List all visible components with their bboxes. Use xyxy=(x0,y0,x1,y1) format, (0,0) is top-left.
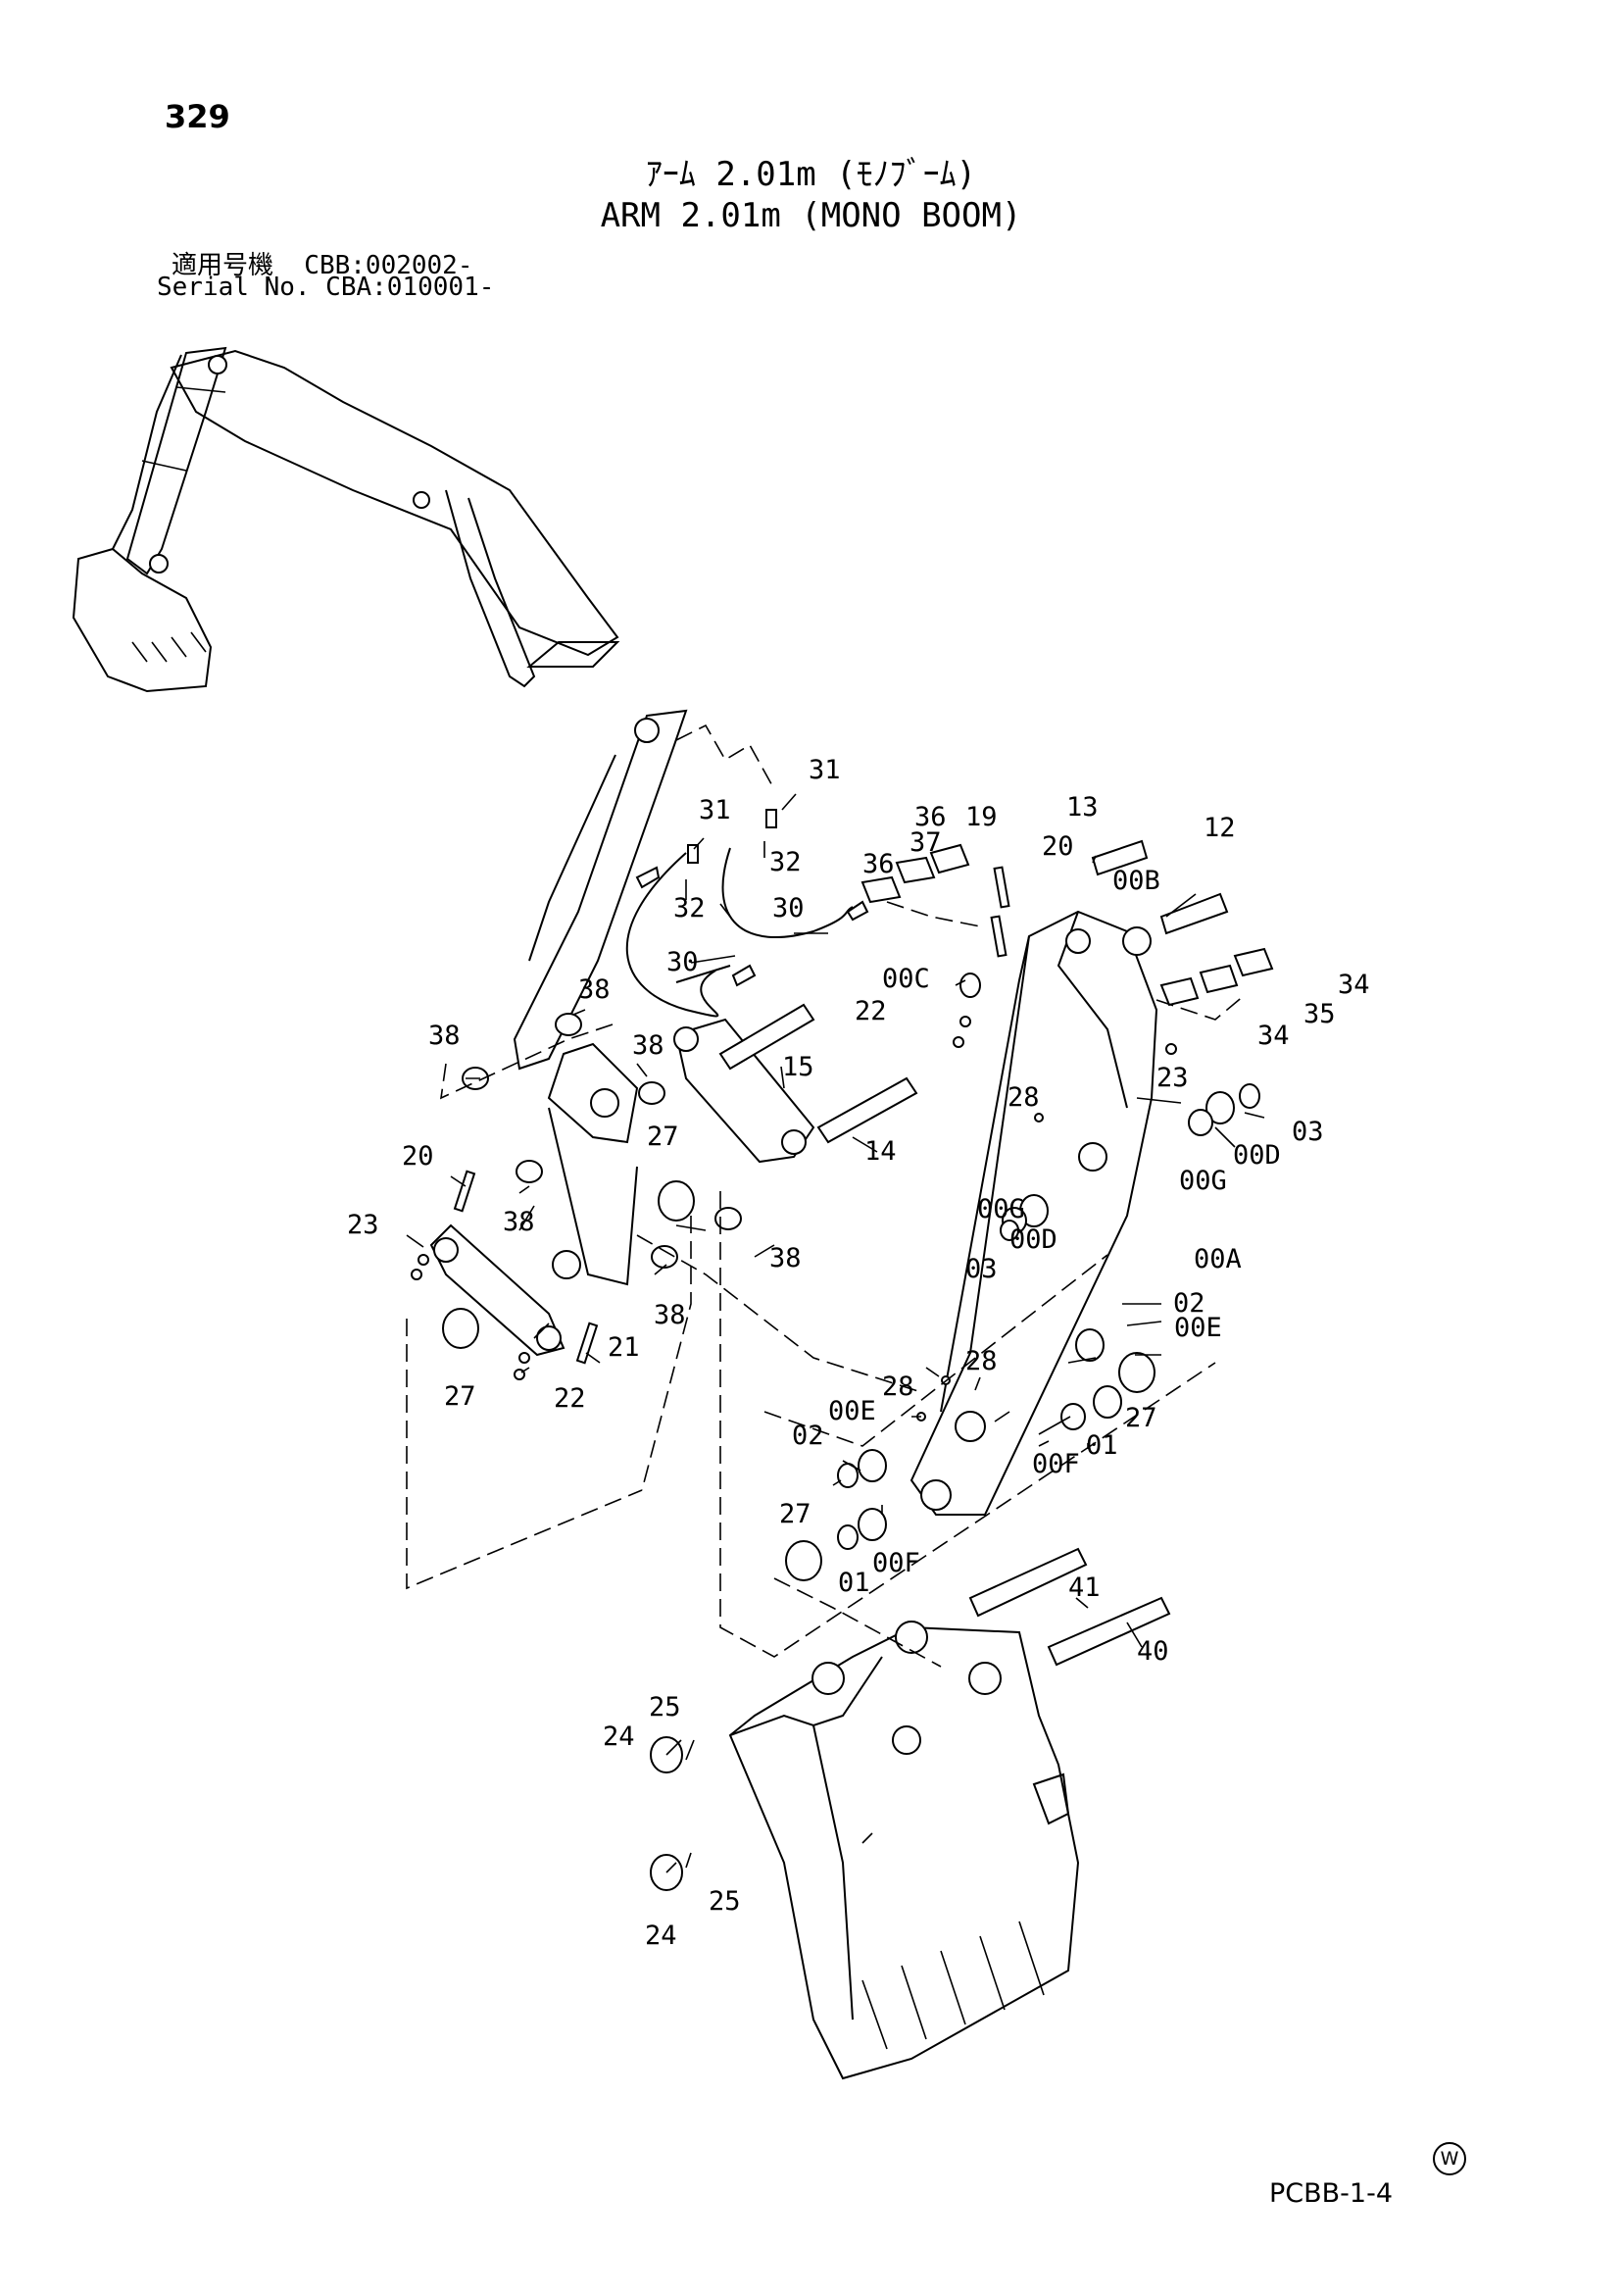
washers-bushings-rings xyxy=(411,843,1274,1891)
callout-00A: 00A xyxy=(1194,1244,1242,1274)
callout-00F-a: 00F xyxy=(1032,1449,1080,1479)
callout-30-b: 30 xyxy=(666,947,699,977)
callout-20-b: 20 xyxy=(1042,831,1074,862)
bucket xyxy=(728,1621,1080,2080)
callout-31-a: 31 xyxy=(809,755,841,785)
callout-38-e: 38 xyxy=(769,1243,802,1273)
callout-28-a: 28 xyxy=(1008,1082,1040,1113)
callout-00D-b: 00D xyxy=(1009,1224,1057,1255)
callout-38-b: 38 xyxy=(428,1021,461,1051)
callout-14: 14 xyxy=(864,1136,897,1167)
callout-15: 15 xyxy=(782,1052,814,1082)
callout-03-b: 03 xyxy=(965,1254,998,1284)
callout-38-c: 38 xyxy=(632,1030,664,1061)
callout-31-b: 31 xyxy=(699,795,731,825)
callout-24-a: 24 xyxy=(603,1722,635,1752)
callout-27-d: 27 xyxy=(779,1499,811,1529)
callout-19: 19 xyxy=(965,802,998,832)
callout-28-b: 28 xyxy=(965,1346,998,1376)
callout-32-b: 32 xyxy=(769,847,802,877)
callout-00D-a: 00D xyxy=(1233,1140,1281,1171)
callout-22-b: 22 xyxy=(554,1383,586,1414)
callout-23-a: 23 xyxy=(347,1210,379,1240)
callout-labels: 31 31 32 32 30 30 38 38 38 38 38 38 15 1… xyxy=(347,755,1370,1951)
callout-37: 37 xyxy=(909,827,942,858)
callout-02-b: 02 xyxy=(792,1421,824,1451)
callout-00E-a: 00E xyxy=(1174,1313,1222,1343)
document-code: PCBB-1-4 xyxy=(1269,2178,1394,2209)
callout-36-a: 36 xyxy=(914,802,947,832)
w-circle-mark: W xyxy=(1433,2142,1466,2175)
dashed-guide-lines xyxy=(406,901,1246,1668)
callout-40: 40 xyxy=(1137,1636,1169,1667)
callout-00B: 00B xyxy=(1112,866,1160,896)
callout-00F-b: 00F xyxy=(872,1548,920,1578)
callout-12: 12 xyxy=(1204,813,1236,843)
callout-01-a: 01 xyxy=(1086,1430,1118,1461)
callout-00G-b: 00G xyxy=(977,1194,1025,1224)
callout-30-a: 30 xyxy=(772,893,805,923)
overview-excavator-illustration xyxy=(72,346,620,693)
callout-27-a: 27 xyxy=(647,1122,679,1152)
callout-36-b: 36 xyxy=(862,849,895,879)
callout-38-f: 38 xyxy=(654,1300,686,1330)
title-japanese: ｱｰﾑ 2.01m (ﾓﾉﾌﾞｰﾑ) xyxy=(645,155,977,194)
bucket-links xyxy=(429,1018,815,1357)
callout-27-b: 27 xyxy=(444,1381,476,1412)
callout-38-d: 38 xyxy=(503,1207,535,1237)
callout-35: 35 xyxy=(1303,999,1336,1029)
leader-lines xyxy=(406,793,1265,1873)
serial-number: Serial No. CBA:010001- xyxy=(157,273,495,302)
callout-20-a: 20 xyxy=(402,1141,434,1172)
title-english: ARM 2.01m (MONO BOOM) xyxy=(600,196,1022,235)
callout-25-b: 25 xyxy=(709,1886,741,1917)
callout-38-a: 38 xyxy=(578,974,611,1005)
callout-28-c: 28 xyxy=(882,1372,914,1402)
page-number: 329 xyxy=(165,98,230,135)
callout-00E-b: 00E xyxy=(828,1396,876,1426)
arm-body xyxy=(909,910,1158,1516)
applicable-serial-japanese: 適用号機 CBB:002002- xyxy=(172,251,473,280)
callout-41: 41 xyxy=(1068,1572,1101,1603)
callout-24-b: 24 xyxy=(645,1921,677,1951)
callout-25-a: 25 xyxy=(649,1692,681,1722)
pins xyxy=(453,839,1229,1667)
callout-32-a: 32 xyxy=(673,893,706,923)
callout-21: 21 xyxy=(608,1332,640,1363)
arm-cylinder-and-hoses xyxy=(513,709,869,1071)
callout-22-a: 22 xyxy=(855,996,887,1026)
callout-02-a: 02 xyxy=(1173,1288,1205,1319)
callout-27-c: 27 xyxy=(1125,1403,1157,1433)
callout-00G-a: 00G xyxy=(1179,1166,1227,1196)
callout-23-b: 23 xyxy=(1156,1063,1189,1093)
callout-00C: 00C xyxy=(882,964,930,994)
callout-03-a: 03 xyxy=(1292,1117,1324,1147)
callout-34-a: 34 xyxy=(1338,970,1370,1000)
callout-34-b: 34 xyxy=(1257,1021,1290,1051)
callout-13: 13 xyxy=(1066,792,1099,823)
callout-01-b: 01 xyxy=(838,1568,870,1598)
